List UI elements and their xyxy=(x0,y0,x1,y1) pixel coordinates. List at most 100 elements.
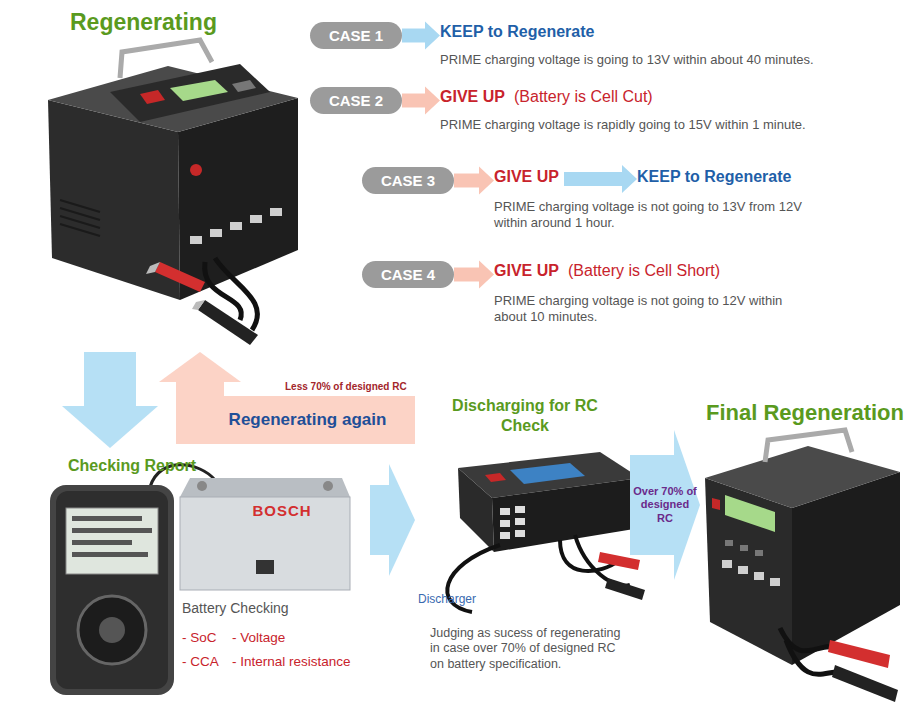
result-title: GIVE UP xyxy=(494,167,559,187)
check-item: - Voltage xyxy=(232,630,285,646)
arrow-head xyxy=(425,22,440,50)
edge-label: Regenerating again xyxy=(223,410,393,431)
final-regenerator-illustration xyxy=(705,430,900,702)
discharger-illustration xyxy=(515,530,525,537)
result-box: GIVE UP xyxy=(494,167,564,191)
regenerator-illustration xyxy=(60,224,100,236)
result-description: PRIME charging voltage is not going to 1… xyxy=(494,293,804,325)
case-pill: CASE 2 xyxy=(310,87,402,114)
regenerator-illustration xyxy=(120,40,212,78)
flow-arrow xyxy=(630,430,700,580)
result-description: PRIME charging voltage is not going to 1… xyxy=(494,199,814,231)
regenerator-illustration xyxy=(190,164,202,176)
case-label: CASE 4 xyxy=(362,261,454,288)
regenerator-illustration xyxy=(155,262,205,292)
discharger-illustration xyxy=(500,506,525,539)
result-description: PRIME charging voltage is rapidly going … xyxy=(440,117,900,133)
arrow-shaft xyxy=(454,268,479,282)
condition-note: Less 70% of designed RC xyxy=(285,381,407,393)
final-regenerator-illustration xyxy=(765,430,852,462)
battery-illustration xyxy=(180,478,350,497)
giveup-arrow xyxy=(402,87,440,115)
case-pill: CASE 4 xyxy=(362,261,454,288)
regenerator-illustration xyxy=(232,80,256,92)
battery-tester-illustration xyxy=(99,617,125,643)
arrow-shaft xyxy=(402,29,425,43)
battery-tester-illustration xyxy=(50,485,174,695)
discharger-illustration xyxy=(510,463,585,484)
regenerator-illustration xyxy=(140,90,165,104)
regenerator-illustration xyxy=(190,236,202,244)
device-label: Discharger xyxy=(418,592,476,607)
arrow-head xyxy=(479,167,494,195)
keep-arrow xyxy=(402,22,440,50)
flow-arrow xyxy=(62,352,158,448)
discharger-illustration xyxy=(500,520,510,527)
discharger-illustration xyxy=(515,518,525,525)
stage-group: Final Regeneration xyxy=(700,396,910,706)
arrow-head xyxy=(159,352,241,382)
result-box: KEEP to Regenerate xyxy=(637,167,817,191)
stage-group: Regenerating xyxy=(40,8,305,352)
discharger-illustration xyxy=(485,473,506,482)
arrow-head xyxy=(389,464,415,576)
arrow-head xyxy=(479,261,494,289)
final-regenerator-illustration xyxy=(832,665,898,702)
regenerator-illustration xyxy=(250,215,262,223)
case-pill: CASE 1 xyxy=(310,22,402,49)
case-label: CASE 2 xyxy=(310,87,402,114)
battery-tester-illustration xyxy=(72,516,142,521)
result-title: KEEP to Regenerate xyxy=(637,167,791,187)
result-title: GIVE UP xyxy=(494,261,559,281)
case-label: CASE 3 xyxy=(362,167,454,194)
keep-arrow xyxy=(564,165,637,193)
battery-illustration xyxy=(180,497,350,590)
battery-tester-illustration xyxy=(56,491,168,689)
final-regenerator-illustration xyxy=(740,545,748,551)
arrow-shaft xyxy=(564,172,622,186)
result-reason: (Battery is Cell Cut) xyxy=(514,87,653,107)
final-regenerator-illustration xyxy=(722,560,732,568)
regenerator-illustration xyxy=(110,64,270,122)
final-regenerator-illustration xyxy=(754,572,764,580)
arrow-shaft xyxy=(370,485,389,555)
battery-illustration xyxy=(197,481,207,491)
battery-illustration xyxy=(256,560,274,574)
arrow-head xyxy=(425,87,440,115)
discharger-illustration xyxy=(605,578,645,600)
discharger-illustration xyxy=(458,468,494,552)
case-pill: CASE 3 xyxy=(362,167,454,194)
discharger-illustration xyxy=(447,452,645,612)
result-description: PRIME charging voltage is going to 13V w… xyxy=(440,52,900,68)
regenerator-illustration xyxy=(170,80,228,101)
regenerator-illustration xyxy=(146,262,160,274)
battery-tester-illustration xyxy=(72,516,152,557)
regenerator-illustration xyxy=(60,200,100,236)
stage-title: Final Regeneration xyxy=(700,400,910,427)
discharger-illustration xyxy=(515,506,525,513)
arrow-shaft xyxy=(402,94,425,108)
result-reason: (Battery is Cell Short) xyxy=(568,261,720,281)
edge-label: Over 70% of designed RC xyxy=(632,485,698,525)
final-regenerator-illustration xyxy=(725,540,733,546)
check-item: - CCA xyxy=(182,654,219,670)
final-regenerator-illustration xyxy=(738,566,748,574)
battery-tester-illustration xyxy=(72,552,148,557)
regenerator-illustration xyxy=(190,208,282,244)
stage-title: Discharging for RC Check xyxy=(450,396,600,435)
regenerator-illustration xyxy=(48,40,298,345)
battery-tester-illustration xyxy=(72,540,132,545)
regenerator-illustration xyxy=(230,222,242,230)
result-box: GIVE UP (Battery is Cell Cut) PRIME chargi… xyxy=(440,87,900,139)
final-regenerator-illustration xyxy=(712,498,720,510)
arrow-head xyxy=(622,165,637,193)
regenerator-illustration xyxy=(198,300,258,345)
final-regenerator-illustration xyxy=(770,578,780,586)
result-title: GIVE UP xyxy=(440,87,505,107)
stage-title: Regenerating xyxy=(70,8,217,36)
final-regenerator-illustration xyxy=(755,550,763,556)
arrow-head xyxy=(62,406,158,448)
